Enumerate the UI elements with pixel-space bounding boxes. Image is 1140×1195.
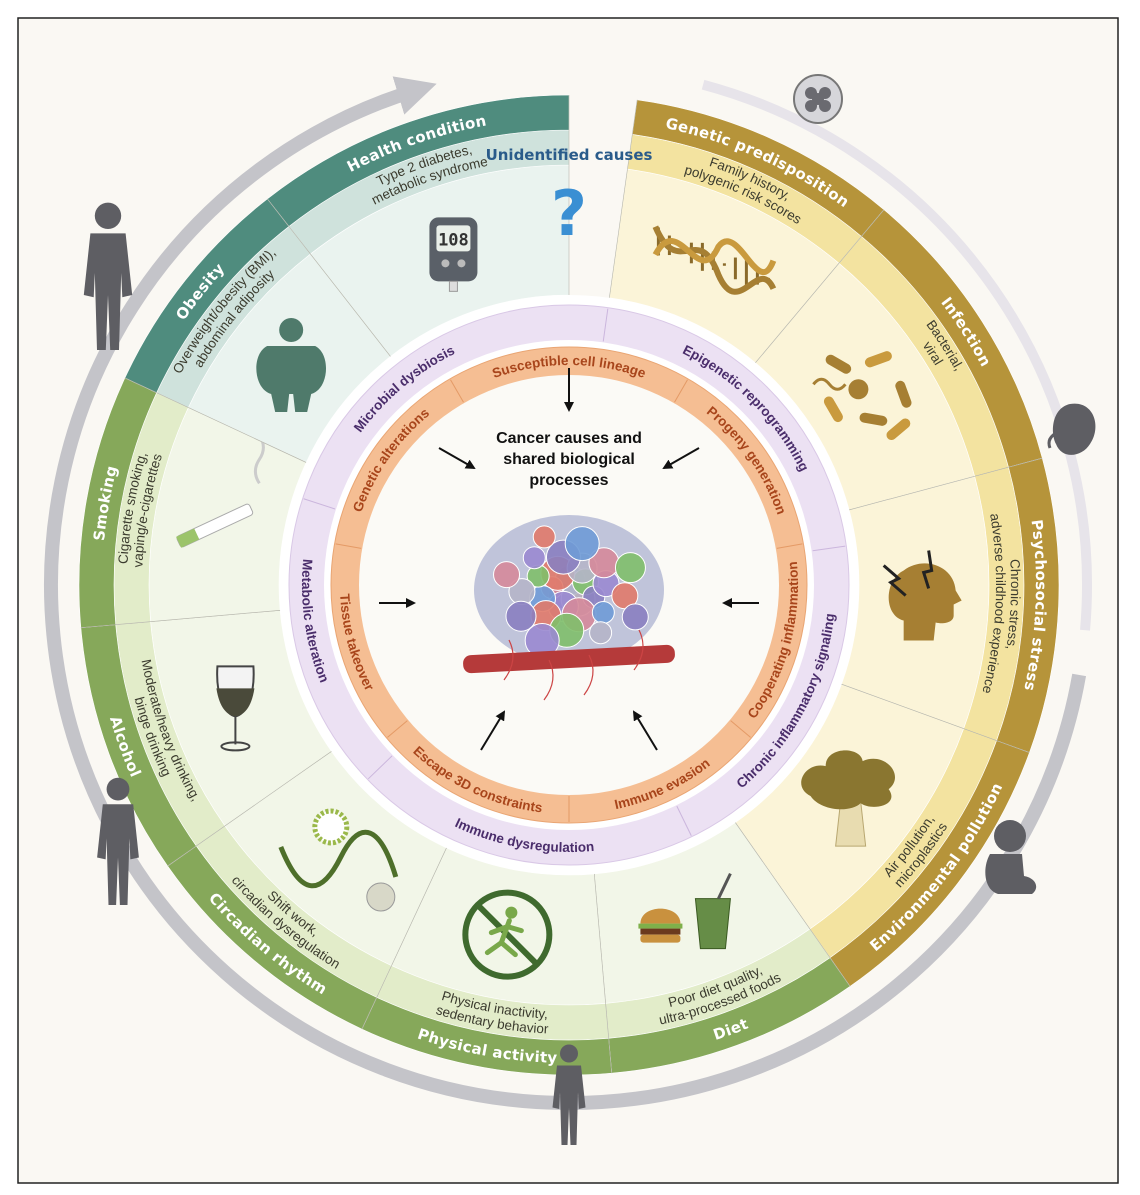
- stressed-head-icon: [882, 550, 962, 641]
- cigarette-icon: [176, 434, 265, 548]
- burger-soda-icon: [638, 872, 732, 950]
- infant-icon: [985, 820, 1037, 894]
- segment-subtitle-line1: Chronic stress,: [1003, 559, 1023, 651]
- process-arrow: [662, 447, 700, 469]
- center-title-line: processes: [529, 472, 608, 489]
- blood-vessel: [463, 644, 675, 674]
- smokestack-icon: [801, 750, 895, 847]
- no-running-icon: [462, 889, 553, 980]
- child-icon: [97, 777, 139, 905]
- fetus-icon: [1047, 403, 1096, 455]
- center-title-line: shared biological: [503, 451, 635, 468]
- life-course-arrow: [44, 76, 1087, 1110]
- question-mark-icon: ?: [551, 177, 587, 250]
- life-course-fade: [701, 79, 1092, 631]
- sun-moon-icon: [278, 808, 399, 912]
- glucose-reading: 108: [438, 230, 469, 250]
- unidentified-causes: Unidentified causes ?: [486, 146, 653, 250]
- center-title-line: Cancer causes and: [496, 430, 642, 447]
- toddler-icon: [552, 1044, 586, 1145]
- life-stage-figures: [83, 74, 1096, 1145]
- embryo-icon: [793, 74, 843, 124]
- wine-glass-icon: [216, 665, 255, 752]
- dna-icon: [652, 225, 777, 295]
- center-area: Cancer causes and shared biological proces…: [379, 368, 759, 751]
- life-course-arc: [44, 76, 1092, 1110]
- adult-icon: [83, 202, 133, 350]
- glucose-meter-icon: 108: [429, 217, 478, 292]
- process-arrow: [632, 710, 658, 751]
- process-arrow: [438, 447, 476, 469]
- tumor-illustration-icon: [463, 515, 675, 701]
- microbes-icon: [812, 351, 912, 441]
- obese-person-icon: [256, 318, 327, 413]
- unidentified-label: Unidentified causes: [486, 146, 653, 164]
- process-arrow: [480, 710, 506, 751]
